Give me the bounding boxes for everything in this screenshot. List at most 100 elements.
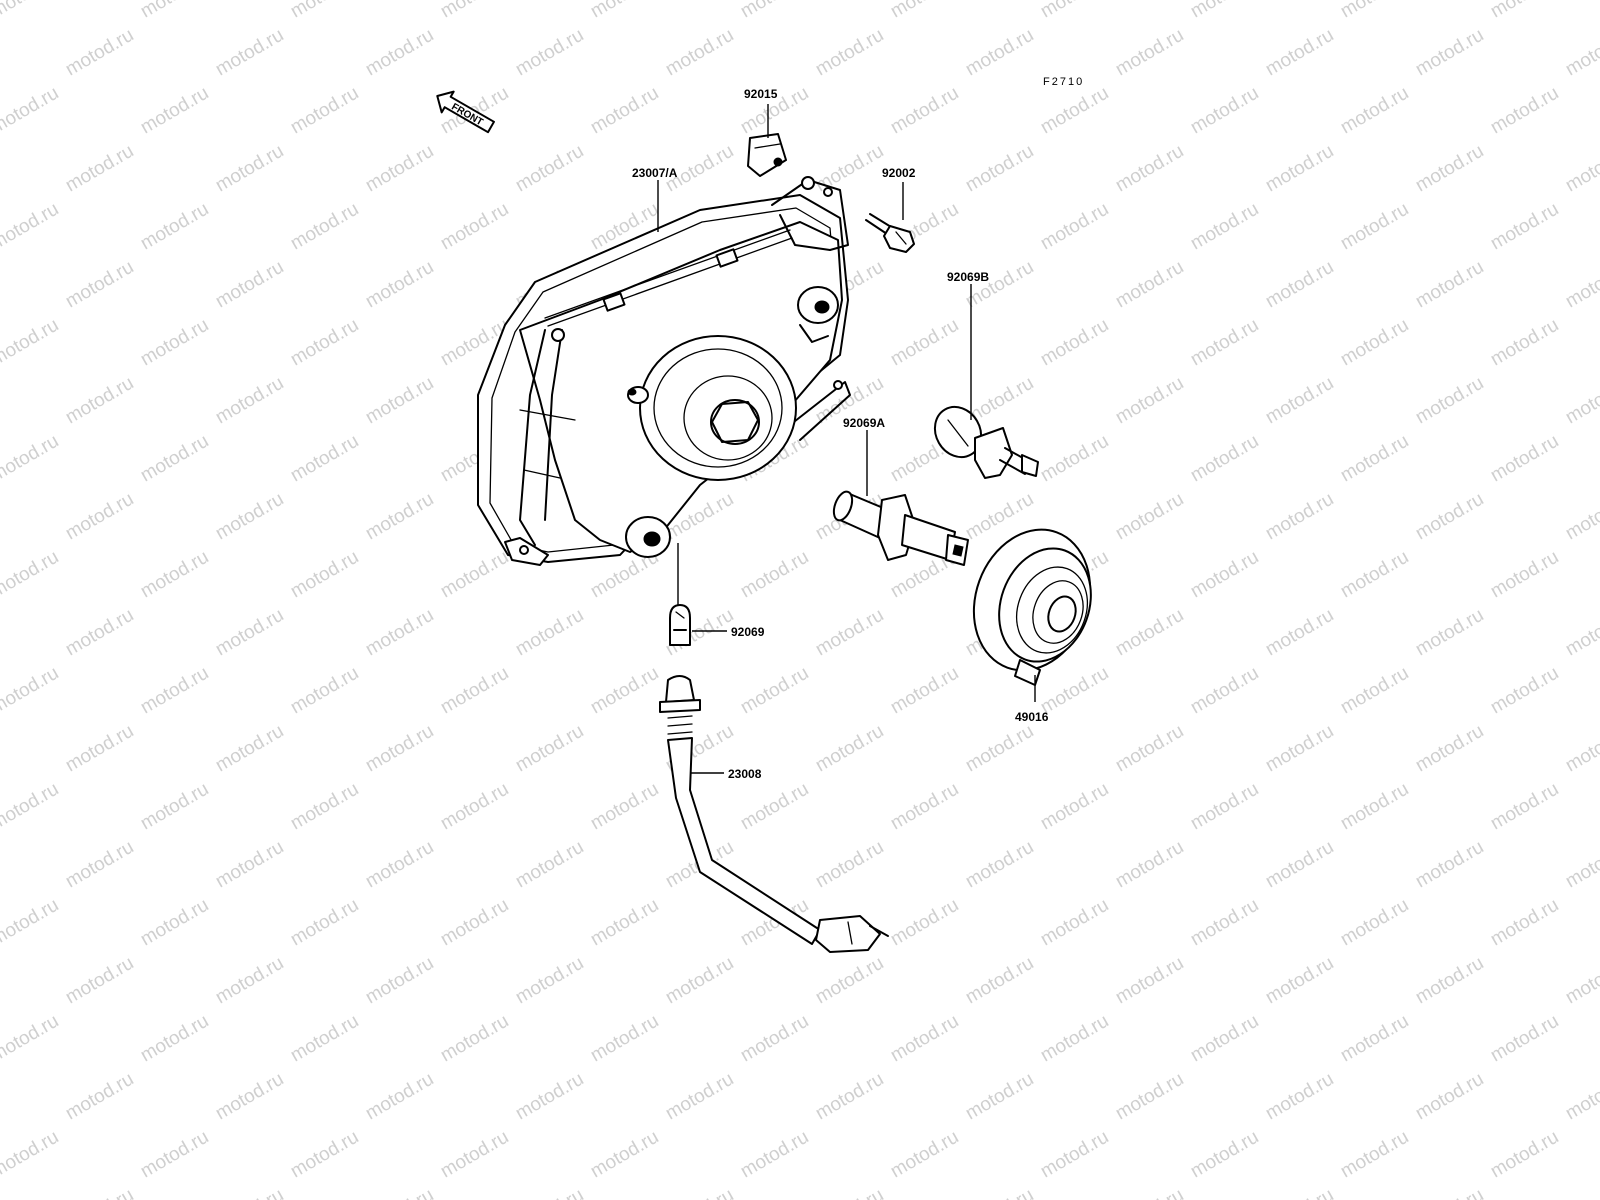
- watermark-text: motod.ru: [587, 895, 662, 951]
- watermark-text: motod.ru: [437, 895, 512, 951]
- label-headlight-unit: 23007/A: [632, 166, 678, 180]
- watermark-text: motod.ru: [887, 663, 962, 719]
- watermark-text: motod.ru: [962, 837, 1037, 893]
- label-bulb-b: 92069B: [947, 270, 989, 284]
- watermark-text: motod.ru: [1412, 1069, 1487, 1125]
- watermark-text: motod.ru: [1037, 431, 1112, 487]
- watermark-text: motod.ru: [0, 547, 62, 603]
- watermark-text: motod.ru: [1337, 199, 1412, 255]
- watermark-text: motod.ru: [362, 141, 437, 197]
- watermark-text: motod.ru: [662, 953, 737, 1009]
- watermark-text: motod.ru: [362, 489, 437, 545]
- watermark-text: motod.ru: [1562, 1069, 1600, 1125]
- watermark-text: motod.ru: [1112, 257, 1187, 313]
- watermark-text: motod.ru: [212, 489, 287, 545]
- watermark-text: motod.ru: [1487, 315, 1562, 371]
- watermark-text: motod.ru: [1412, 837, 1487, 893]
- watermark-text: motod.ru: [1187, 431, 1262, 487]
- watermark-text: motod.ru: [1262, 605, 1337, 661]
- position-bulb-drawing: [669, 604, 691, 646]
- watermark-text: motod.ru: [62, 1185, 137, 1200]
- headlight-unit-drawing: [477, 176, 851, 566]
- watermark-text: motod.ru: [887, 315, 962, 371]
- bulb-b-drawing: [933, 405, 1039, 479]
- watermark-text: motod.ru: [1487, 1127, 1562, 1183]
- watermark-text: motod.ru: [362, 721, 437, 777]
- watermark-text: motod.ru: [1412, 721, 1487, 777]
- watermark-text: motod.ru: [1112, 141, 1187, 197]
- watermark-text: motod.ru: [212, 1069, 287, 1125]
- watermark-text: motod.ru: [962, 1069, 1037, 1125]
- watermark-text: motod.ru: [1262, 257, 1337, 313]
- watermark-text: motod.ru: [212, 953, 287, 1009]
- watermark-text: motod.ru: [137, 779, 212, 835]
- watermark-text: motod.ru: [1337, 895, 1412, 951]
- watermark-text: motod.ru: [1337, 83, 1412, 139]
- watermark-text: motod.ru: [1112, 489, 1187, 545]
- watermark-text: motod.ru: [662, 1069, 737, 1125]
- watermark-text: motod.ru: [1337, 663, 1412, 719]
- watermark-text: motod.ru: [1562, 489, 1600, 545]
- watermark-text: motod.ru: [587, 83, 662, 139]
- watermark-text: motod.ru: [362, 25, 437, 81]
- watermark-text: motod.ru: [662, 25, 737, 81]
- watermark-text: motod.ru: [1037, 1127, 1112, 1183]
- watermark-text: motod.ru: [512, 25, 587, 81]
- watermark-text: motod.ru: [437, 1011, 512, 1067]
- watermark-text: motod.ru: [1562, 257, 1600, 313]
- watermark-text: motod.ru: [437, 0, 512, 22]
- watermark-text: motod.ru: [0, 199, 62, 255]
- watermark-text: motod.ru: [512, 1185, 587, 1200]
- watermark-text: motod.ru: [962, 25, 1037, 81]
- watermark-text: motod.ru: [0, 0, 62, 22]
- watermark-text: motod.ru: [1337, 0, 1412, 22]
- watermark-text: motod.ru: [0, 895, 62, 951]
- watermark-text: motod.ru: [287, 199, 362, 255]
- watermark-text: motod.ru: [737, 663, 812, 719]
- watermark-text: motod.ru: [512, 1069, 587, 1125]
- watermark-text: motod.ru: [962, 257, 1037, 313]
- watermark-text: motod.ru: [1037, 0, 1112, 22]
- watermark-text: motod.ru: [1412, 257, 1487, 313]
- figure-code: F2710: [1043, 76, 1084, 88]
- watermark-text: motod.ru: [512, 605, 587, 661]
- watermark-text: motod.ru: [887, 1011, 962, 1067]
- watermark-text: motod.ru: [287, 83, 362, 139]
- socket-harness-drawing: [659, 675, 889, 953]
- watermark-text: motod.ru: [1562, 837, 1600, 893]
- watermark-text: motod.ru: [1187, 315, 1262, 371]
- watermark-text: motod.ru: [137, 0, 212, 22]
- watermark-text: motod.ru: [1262, 489, 1337, 545]
- bulb-a-drawing: [832, 490, 969, 566]
- watermark-text: motod.ru: [662, 1185, 737, 1200]
- watermark-text: motod.ru: [1337, 547, 1412, 603]
- watermark-text: motod.ru: [1112, 605, 1187, 661]
- watermark-text: motod.ru: [1562, 1185, 1600, 1200]
- watermark-text: motod.ru: [0, 431, 62, 487]
- watermark-text: motod.ru: [1337, 779, 1412, 835]
- watermark-text: motod.ru: [887, 83, 962, 139]
- watermark-text: motod.ru: [362, 257, 437, 313]
- watermark-text: motod.ru: [62, 953, 137, 1009]
- watermark-text: motod.ru: [1187, 0, 1262, 22]
- watermark-text: motod.ru: [1187, 1127, 1262, 1183]
- watermark-text: motod.ru: [212, 25, 287, 81]
- label-bulb-a: 92069A: [843, 416, 885, 430]
- watermark-text: motod.ru: [1412, 141, 1487, 197]
- watermark-text: motod.ru: [137, 315, 212, 371]
- watermark-text: motod.ru: [812, 1069, 887, 1125]
- watermark-text: motod.ru: [1487, 547, 1562, 603]
- watermark-text: motod.ru: [137, 663, 212, 719]
- watermark-text: motod.ru: [1187, 1011, 1262, 1067]
- label-bolt: 92002: [882, 166, 916, 180]
- watermark-text: motod.ru: [587, 1127, 662, 1183]
- watermark-text: motod.ru: [0, 83, 62, 139]
- watermark-text: motod.ru: [437, 1127, 512, 1183]
- watermark-text: motod.ru: [587, 1011, 662, 1067]
- watermark-text: motod.ru: [1112, 837, 1187, 893]
- watermark-text: motod.ru: [1262, 953, 1337, 1009]
- watermark-text: motod.ru: [1187, 779, 1262, 835]
- watermark-text: motod.ru: [287, 0, 362, 22]
- watermark-text: motod.ru: [1262, 1069, 1337, 1125]
